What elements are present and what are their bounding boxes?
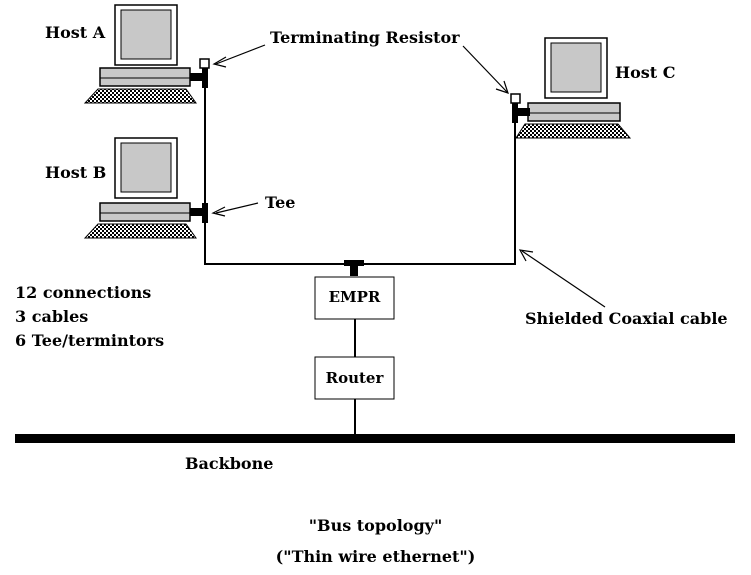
empr-label: EMPR [328,288,381,306]
terminating-resistor-label: Terminating Resistor [270,28,460,47]
arrow-terminating-resistor-a [212,44,266,68]
caption-line-2: ("Thin wire ethernet") [275,547,476,566]
tee-host-c [512,103,530,123]
backbone-label: Backbone [185,454,274,473]
empr-box [314,276,395,320]
tee-host-a [190,68,208,88]
host-a-label: Host A [45,23,106,42]
caption-line-1: "Bus topology" [308,516,443,535]
arrow-terminating-resistor-c [462,45,509,94]
tee-label: Tee [265,193,296,212]
arrow-tee [211,202,259,217]
host-b-computer [83,137,197,239]
tee-host-b [190,203,208,223]
coaxial-cable-label: Shielded Coaxial cable [525,309,728,328]
tee-empr [344,260,364,276]
router-label: Router [325,369,384,387]
host-c-computer [515,37,632,139]
host-a-computer [83,4,197,104]
router-box [314,356,395,400]
terminator-host-a [199,58,210,69]
arrow-coaxial-cable [518,249,606,308]
backbone-line [15,434,735,443]
host-c-label: Host C [615,63,676,82]
coaxial-cable [204,80,516,265]
stat-connections: 12 connections [15,283,152,302]
stat-tee-terminators: 6 Tee/termintors [15,331,165,350]
terminator-host-c [510,93,521,104]
stat-cables: 3 cables [15,307,89,326]
host-b-label: Host B [45,163,107,182]
